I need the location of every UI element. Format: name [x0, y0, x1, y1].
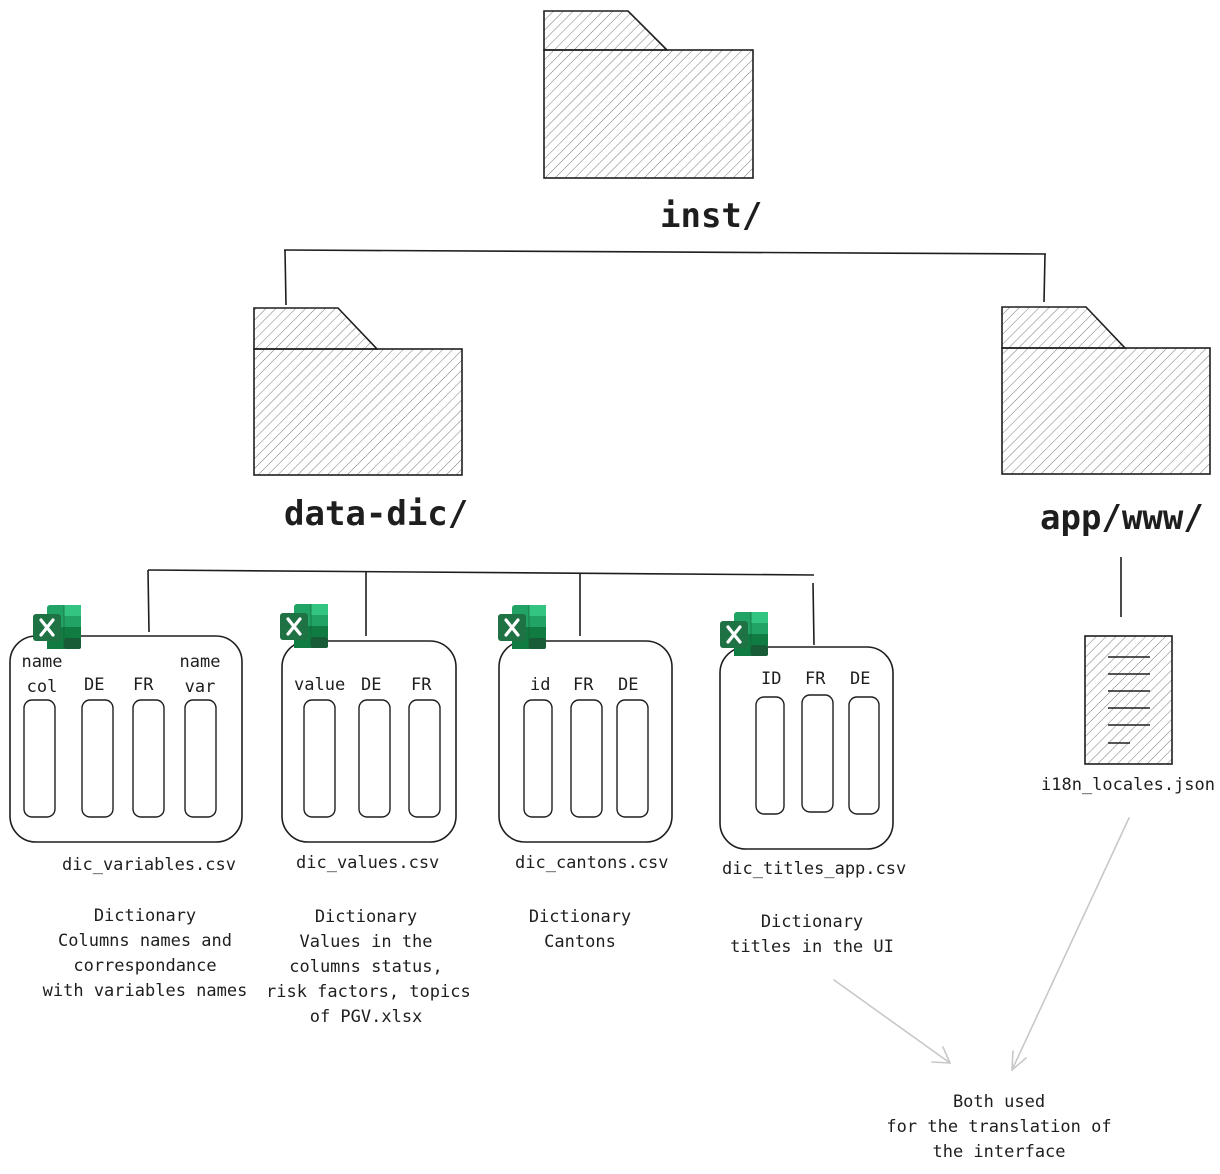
- document-icon: [1084, 635, 1173, 765]
- file-description: Dictionary Values in the columns status,…: [266, 907, 471, 1027]
- column-header: ID: [761, 669, 782, 689]
- csv-file-card: [9, 635, 243, 843]
- tree-connector-root: [283, 249, 1047, 306]
- file-name: dic_values.csv: [296, 853, 440, 873]
- column-header: name col: [21, 652, 63, 697]
- folder-label-data-dic: data-dic/: [284, 494, 469, 534]
- column-header: DE: [618, 675, 639, 695]
- column-header: DE: [84, 675, 105, 695]
- arrow-to-note: [833, 979, 951, 1064]
- translation-note: Both used for the translation of the int…: [886, 1092, 1112, 1162]
- excel-icon: [278, 602, 330, 650]
- column-header: FR: [133, 675, 154, 695]
- excel-icon: [496, 603, 548, 651]
- folder-icon: [253, 307, 463, 476]
- folder-label-root: inst/: [660, 196, 763, 236]
- csv-file-card: [281, 640, 457, 843]
- column-header: value: [294, 675, 346, 695]
- file-name: dic_variables.csv: [62, 855, 236, 875]
- file-description: Dictionary Cantons: [528, 907, 632, 952]
- arrow-to-note: [1011, 817, 1130, 1071]
- file-name: dic_titles_app.csv: [722, 859, 907, 879]
- file-name: i18n_locales.json: [1041, 775, 1215, 795]
- tree-connector-data-dic: [147, 569, 815, 646]
- folder-label-app-www: app/www/: [1040, 498, 1204, 538]
- folder-icon: [543, 10, 754, 179]
- column-header: FR: [411, 675, 432, 695]
- column-header: name var: [179, 652, 221, 697]
- file-name: dic_cantons.csv: [515, 853, 669, 873]
- csv-file-card: [498, 640, 673, 843]
- csv-file-card: [719, 646, 894, 850]
- column-header: DE: [850, 669, 871, 689]
- column-header: FR: [573, 675, 594, 695]
- column-header: DE: [361, 675, 382, 695]
- file-description: Dictionary Columns names and corresponda…: [42, 906, 248, 1001]
- file-description: Dictionary titles in the UI: [730, 912, 894, 957]
- folder-icon: [1001, 306, 1211, 475]
- excel-icon: [718, 610, 770, 658]
- excel-icon: [31, 603, 83, 651]
- column-header: FR: [805, 669, 826, 689]
- column-header: id: [530, 675, 551, 695]
